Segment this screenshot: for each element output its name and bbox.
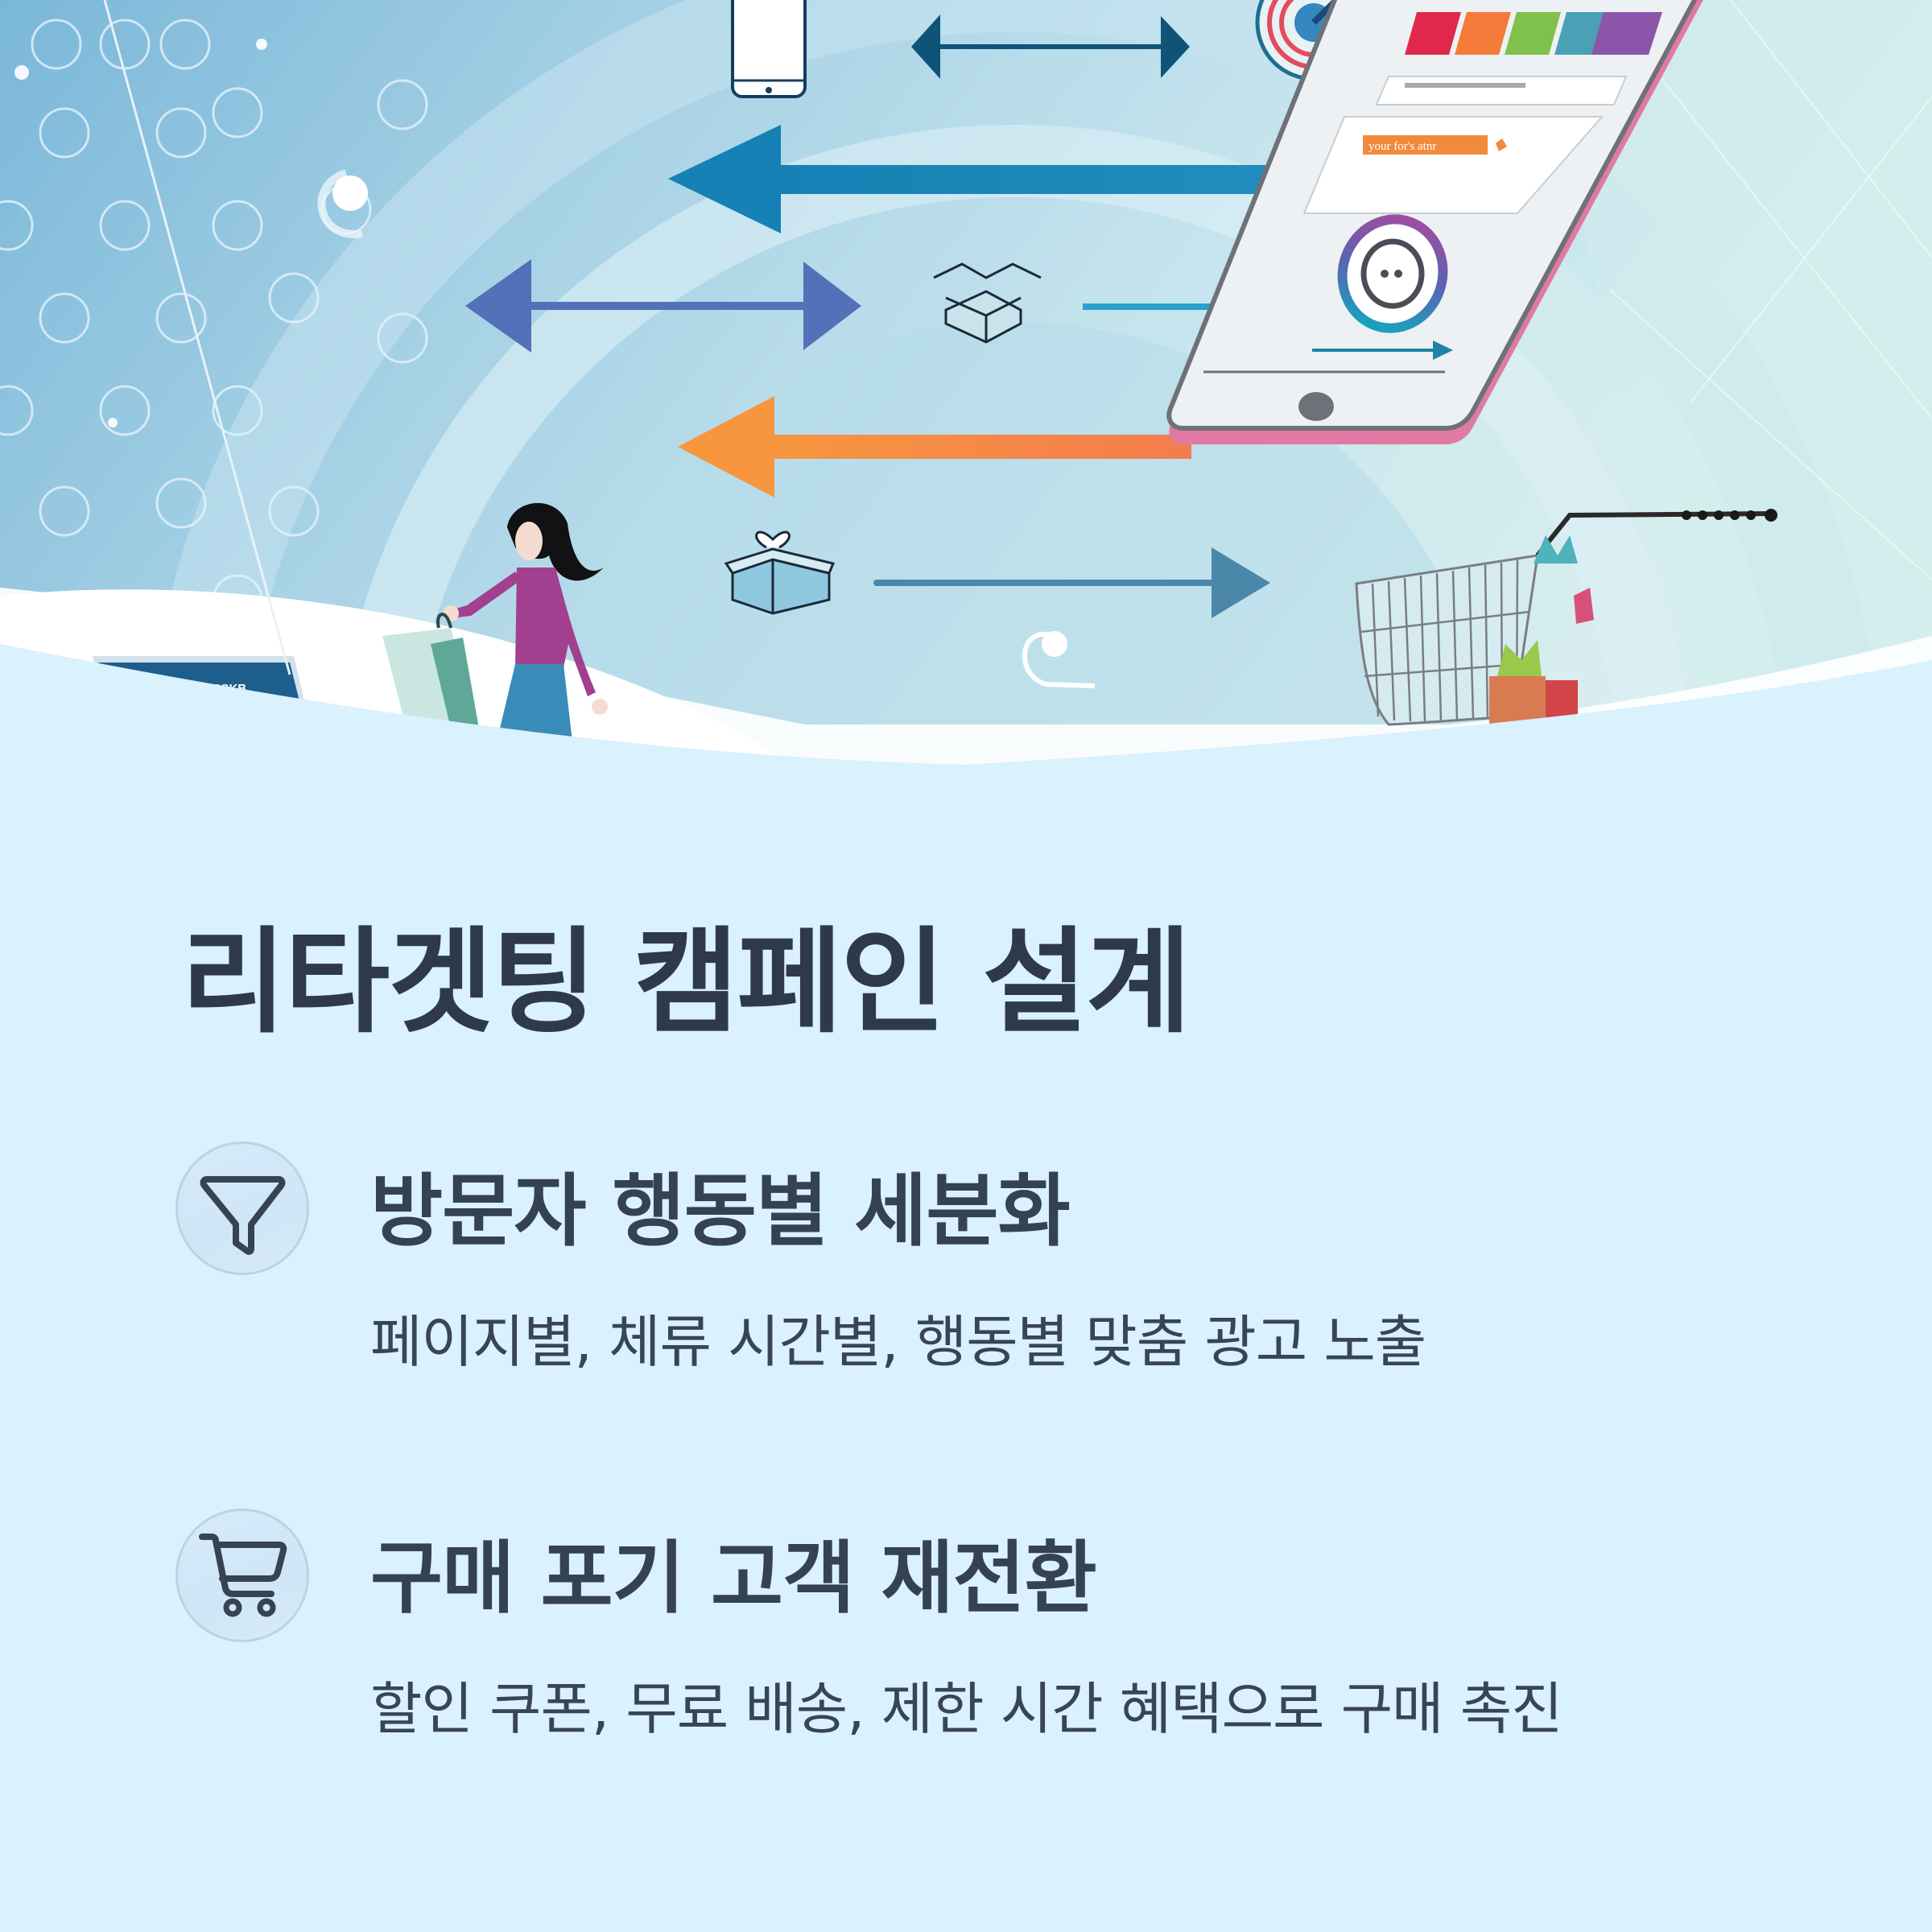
- feature-icon-circle: [175, 1509, 309, 1642]
- left-arrow-orange: [678, 396, 1191, 497]
- funnel-icon: [194, 1160, 291, 1257]
- double-arrow-icon: [911, 14, 1190, 79]
- svg-text:ĐUĀTVATPSKB: ĐUĀTVATPSKB: [157, 682, 246, 696]
- app-tile-row: [1405, 12, 1662, 55]
- feature-description: 페이지별, 체류 시간별, 행동별 맞춤 광고 노출: [370, 1309, 1426, 1375]
- double-arrow-purple: [465, 259, 861, 353]
- shopping-cart-icon: [194, 1527, 291, 1624]
- feature-title: 구매 포기 고객 재전환: [370, 1533, 1097, 1624]
- phone-outline-icon: [731, 0, 807, 98]
- shopping-bag: [382, 613, 479, 729]
- feature-title: 방문자 행동별 세분화: [370, 1166, 1071, 1257]
- phone-mockup-button: your for's atnr: [1368, 140, 1436, 153]
- woman-shopper-figure: [443, 502, 608, 749]
- open-box-icon: [933, 262, 1042, 344]
- shopping-cart-illustration: [1355, 509, 1777, 726]
- smartphone-app-mockup: your for's atnr: [1166, 0, 1722, 444]
- feature-description: 할인 쿠폰, 무료 배송, 제한 시간 혜택으로 구매 촉진: [370, 1676, 1563, 1742]
- page-title: 리타겟팅 캠페인 설계: [181, 916, 1191, 1049]
- gift-box-icon: [724, 530, 836, 615]
- hero-illustration: your for's atnr: [0, 0, 1932, 773]
- feature-icon-circle: [175, 1141, 309, 1275]
- right-arrow-steel: [873, 547, 1270, 618]
